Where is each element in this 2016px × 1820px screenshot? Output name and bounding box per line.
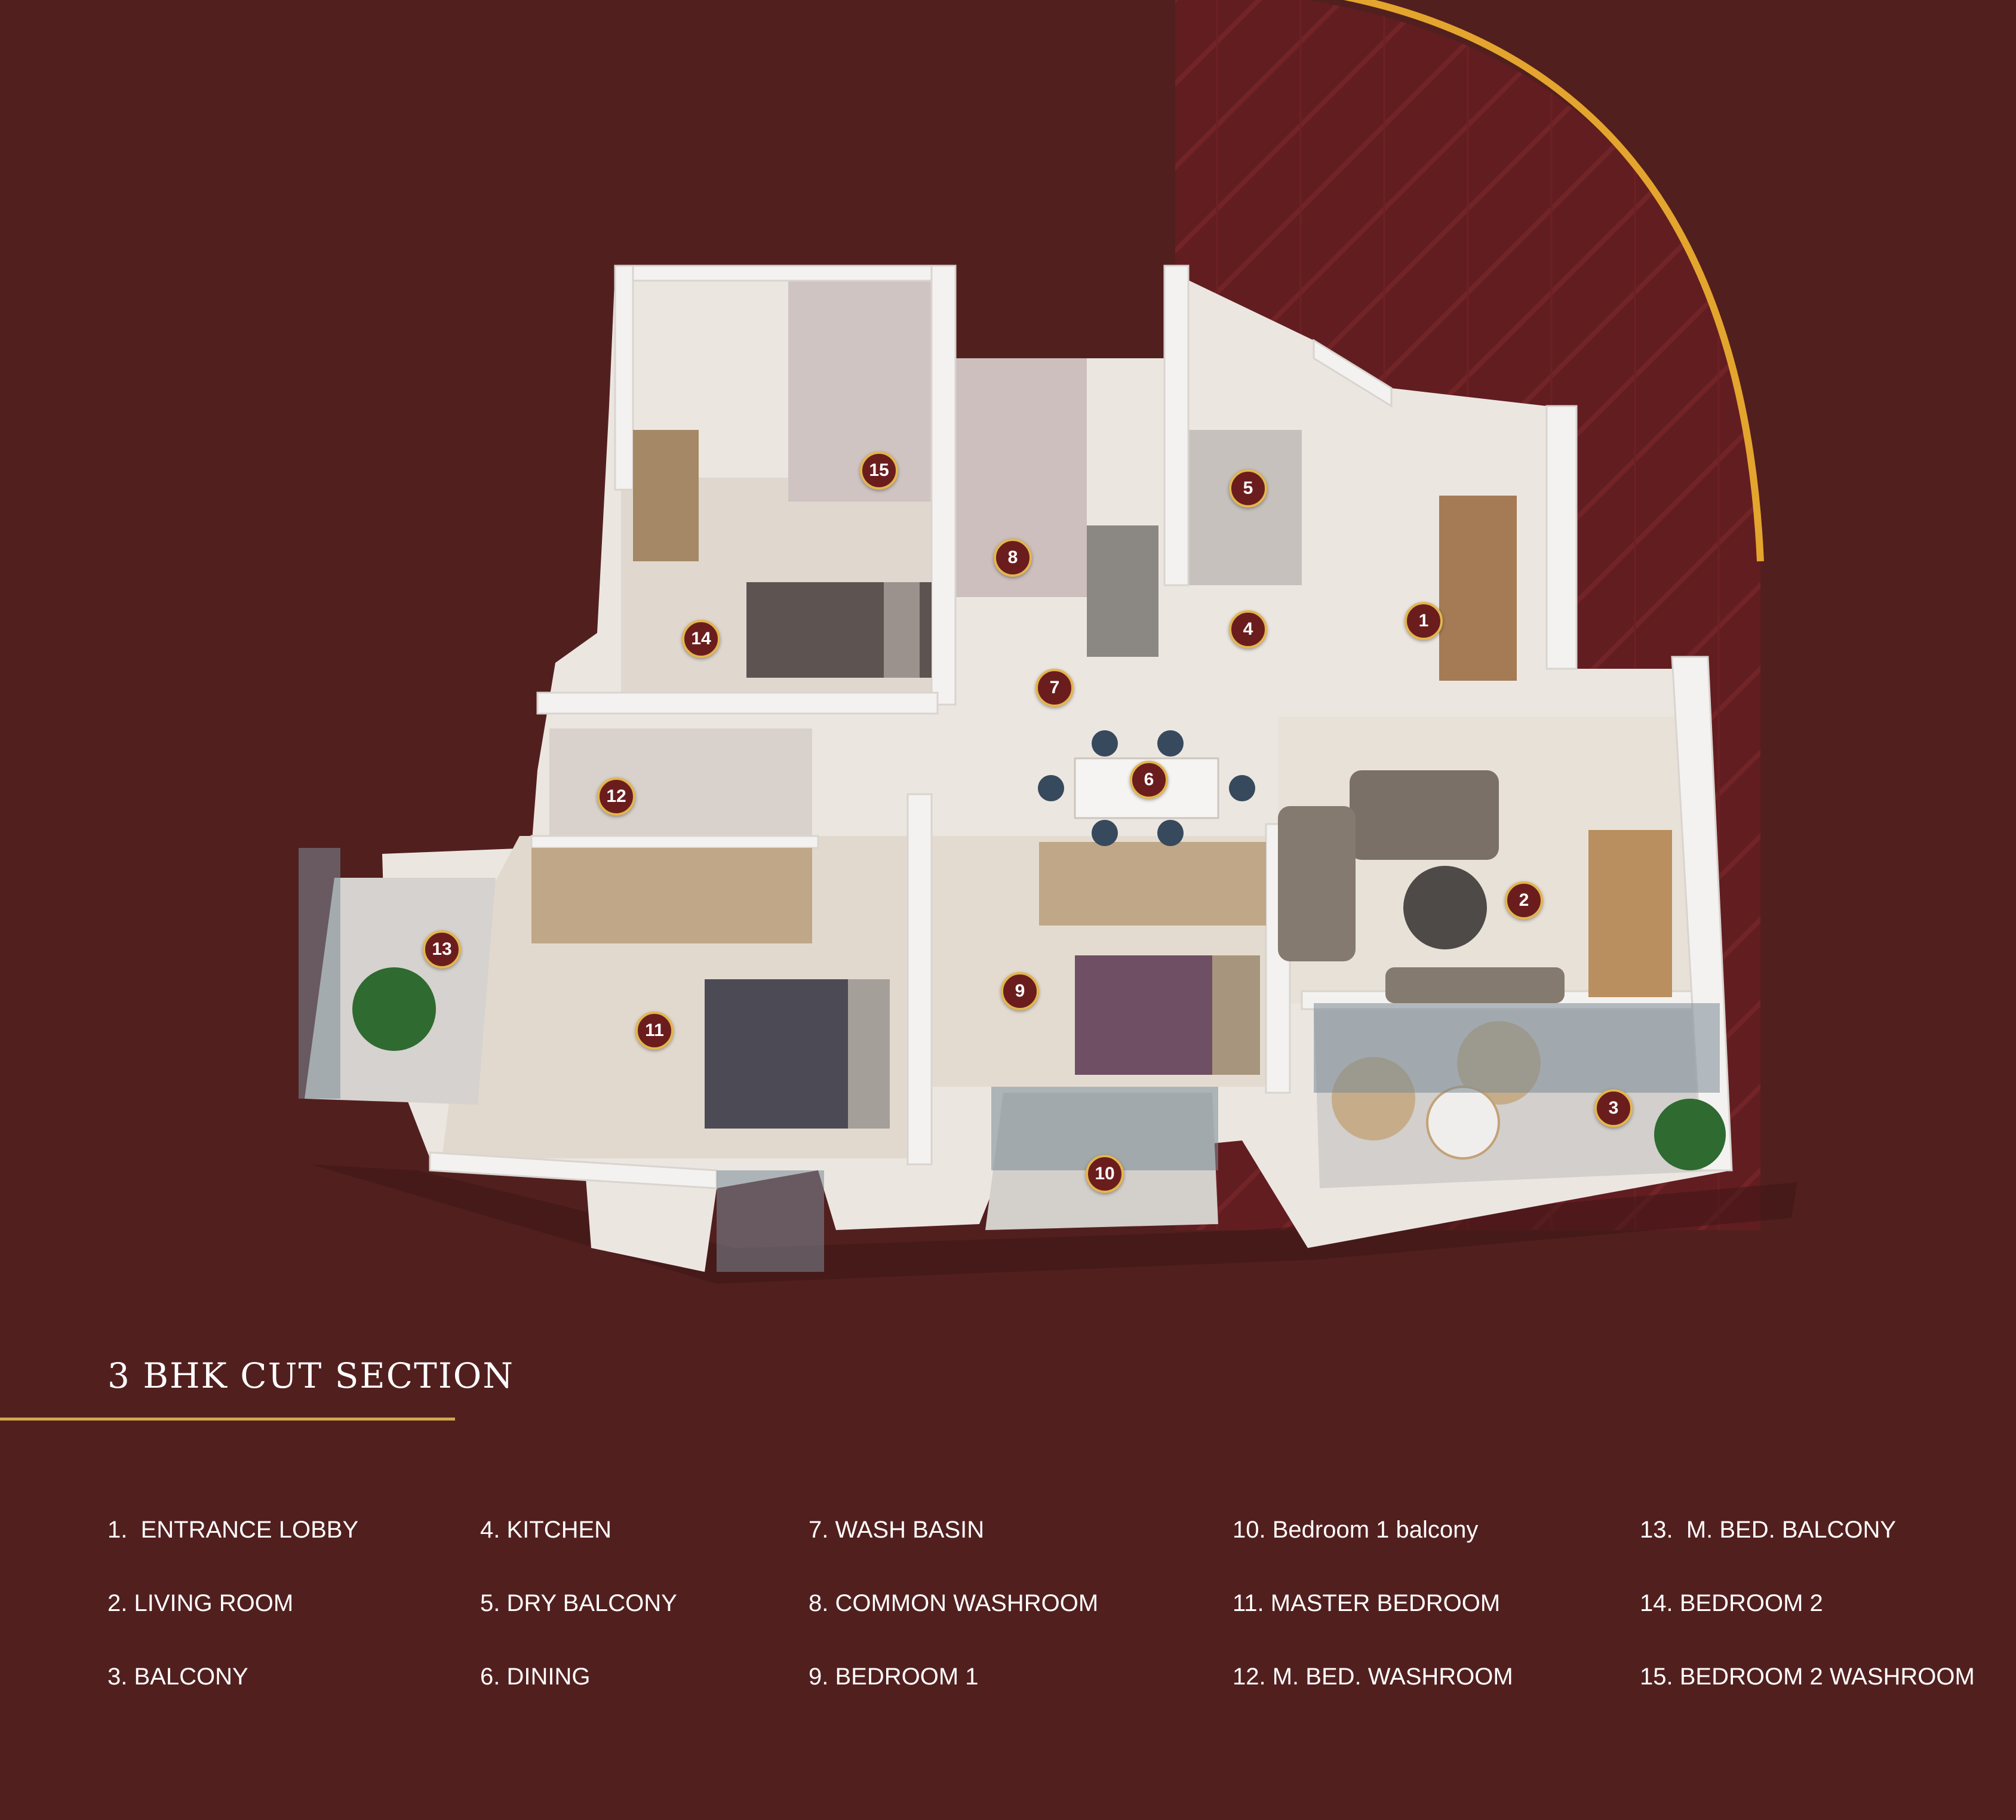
legend-item: 12. M. BED. WASHROOM xyxy=(1233,1664,1513,1690)
legend-item: 1. ENTRANCE LOBBY xyxy=(107,1517,359,1543)
legend-item: 13. M. BED. BALCONY xyxy=(1640,1517,1897,1543)
plant-balcony3 xyxy=(1654,1099,1726,1170)
wardrobe-master xyxy=(531,848,812,943)
legend-column-2: 4. KITCHEN 5. DRY BALCONY 6. DINING xyxy=(480,1517,677,1737)
room-marker-6: 6 xyxy=(1130,761,1168,799)
common-washroom-floor xyxy=(955,358,1087,597)
legend-item: 9. BEDROOM 1 xyxy=(809,1664,979,1690)
tv-unit xyxy=(1588,830,1672,997)
wardrobe-bedroom2 xyxy=(633,430,699,561)
room-marker-4: 4 xyxy=(1229,610,1267,648)
sofa-side xyxy=(1278,806,1356,961)
wardrobe-bedroom1 xyxy=(1039,842,1266,926)
entrance-door xyxy=(1439,496,1517,681)
room-marker-3: 3 xyxy=(1594,1089,1633,1127)
legend-item: 11. MASTER BEDROOM xyxy=(1233,1590,1501,1616)
legend-item: 4. KITCHEN xyxy=(480,1517,612,1543)
kitchen-counter xyxy=(1087,525,1158,657)
legend-item: 7. WASH BASIN xyxy=(809,1517,985,1543)
legend-item: 5. DRY BALCONY xyxy=(480,1590,677,1616)
room-marker-15: 15 xyxy=(860,451,898,490)
dry-balcony-floor xyxy=(1170,430,1302,585)
room-marker-5: 5 xyxy=(1229,469,1267,508)
bed-bedroom1 xyxy=(1075,955,1260,1075)
room-marker-13: 13 xyxy=(423,930,461,969)
room-marker-7: 7 xyxy=(1035,669,1074,707)
room-marker-12: 12 xyxy=(597,777,635,816)
legend-item: 3. BALCONY xyxy=(107,1664,248,1690)
legend-column-5: 13. M. BED. BALCONY 14. BEDROOM 2 15. BE… xyxy=(1640,1517,1975,1737)
plant-balcony13 xyxy=(352,967,436,1051)
section-title: 3 BHK CUT SECTION xyxy=(107,1355,515,1396)
room-marker-2: 2 xyxy=(1505,881,1543,920)
room-marker-14: 14 xyxy=(682,620,720,658)
sofa-main xyxy=(1350,770,1499,860)
room-marker-8: 8 xyxy=(994,539,1032,577)
bed-bedroom2 xyxy=(746,582,932,678)
room-legend: 1. ENTRANCE LOBBY 2. LIVING ROOM 3. BALC… xyxy=(107,1517,1995,1767)
legend-item: 14. BEDROOM 2 xyxy=(1640,1590,1823,1616)
room-marker-9: 9 xyxy=(1001,972,1039,1010)
gold-arc xyxy=(1343,0,1764,562)
legend-item: 10. Bedroom 1 balcony xyxy=(1233,1517,1479,1543)
room-marker-10: 10 xyxy=(1086,1155,1124,1193)
room-marker-11: 11 xyxy=(635,1012,674,1050)
floor-plan-3d xyxy=(299,265,1797,1284)
mbed-washroom-floor xyxy=(549,728,812,836)
balcony-table xyxy=(1426,1086,1500,1160)
legend-column-4: 10. Bedroom 1 balcony 11. MASTER BEDROOM… xyxy=(1233,1517,1513,1737)
room-marker-1: 1 xyxy=(1405,602,1443,640)
bed-master xyxy=(705,979,890,1129)
washroom15-floor xyxy=(788,275,944,502)
legend-column-1: 1. ENTRANCE LOBBY 2. LIVING ROOM 3. BALC… xyxy=(107,1517,358,1737)
legend-column-3: 7. WASH BASIN 8. COMMON WASHROOM 9. BEDR… xyxy=(809,1517,1098,1737)
title-underline xyxy=(0,1418,455,1421)
legend-item: 15. BEDROOM 2 WASHROOM xyxy=(1640,1664,1975,1690)
coffee-table xyxy=(1403,866,1487,949)
legend-item: 8. COMMON WASHROOM xyxy=(809,1590,1099,1616)
sofa-bottom xyxy=(1385,967,1565,1003)
legend-item: 6. DINING xyxy=(480,1664,591,1690)
legend-item: 2. LIVING ROOM xyxy=(107,1590,294,1616)
